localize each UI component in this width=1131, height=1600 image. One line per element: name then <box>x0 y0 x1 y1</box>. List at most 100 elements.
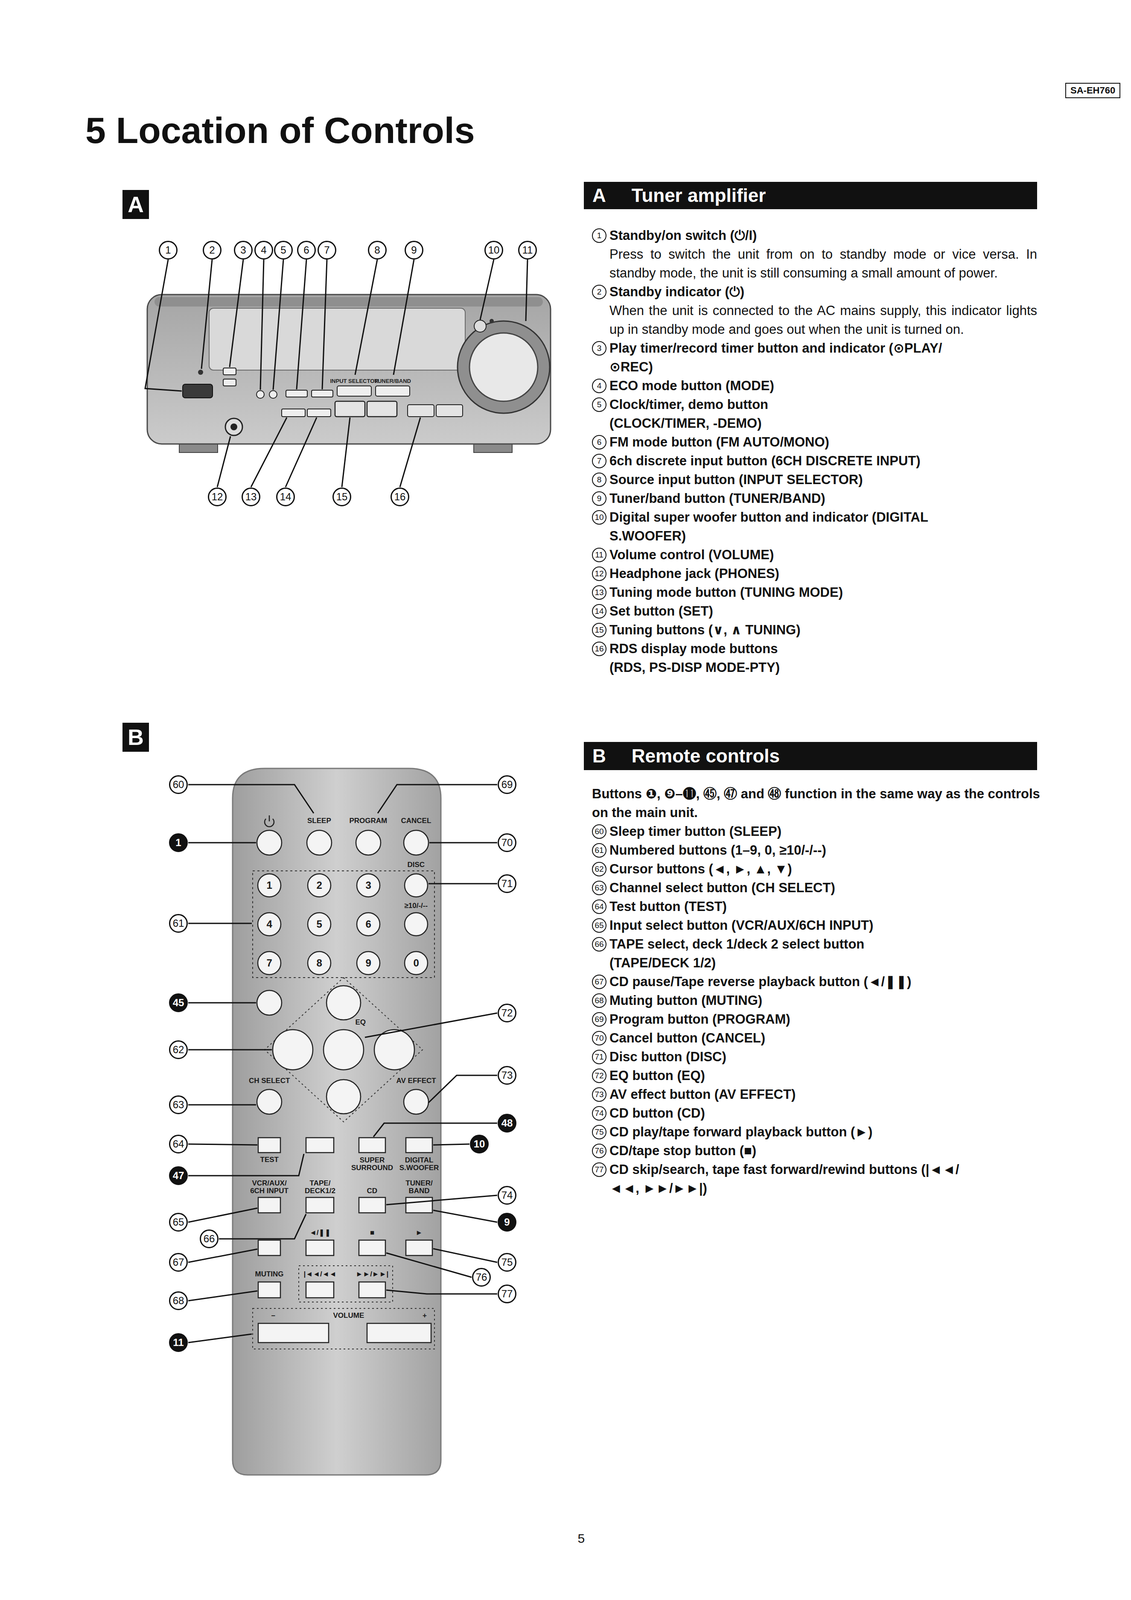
list-number: 12 <box>591 566 607 581</box>
panel-button <box>223 378 237 386</box>
cursor-frame <box>264 977 423 1122</box>
list-number: 16 <box>591 641 607 656</box>
remote-button <box>404 873 428 897</box>
button-label: ≥10/-/-- <box>404 901 429 910</box>
key-label: 8 <box>316 957 323 969</box>
callout-number: 45 <box>169 993 188 1012</box>
item-title: Cancel button (CANCEL) <box>609 1028 1038 1048</box>
button-label: TAPE/ DECK1/2 <box>300 1179 340 1196</box>
callout-number: 7 <box>317 240 337 260</box>
item-title: Set button (SET) <box>609 601 1038 621</box>
callout-number: 4 <box>254 240 274 260</box>
item-title: ECO mode button (MODE) <box>609 376 1038 396</box>
leader-line <box>429 842 498 844</box>
node-text: A <box>127 191 144 218</box>
remote-key <box>306 1239 334 1256</box>
callout-number: 67 <box>169 1252 188 1272</box>
model-number-box: SA-EH760 <box>1065 82 1121 99</box>
remote-key <box>306 1281 334 1298</box>
list-number: 61 <box>591 842 607 858</box>
button-label: |◄◄/◄◄ <box>303 1270 337 1279</box>
leader-line <box>525 259 528 321</box>
item-title: Channel select button (CH SELECT) <box>609 878 1038 898</box>
leader-line <box>273 259 284 390</box>
list-number: 15 <box>591 622 607 638</box>
leader-line <box>377 784 498 814</box>
callout-number: 77 <box>497 1284 517 1303</box>
callout-number: 1 <box>158 240 178 260</box>
keypad-frame <box>252 870 435 978</box>
node-text: B <box>127 724 144 750</box>
key-label: 9 <box>365 957 372 969</box>
button-label: ►►/►►| <box>355 1270 389 1279</box>
key-label: 4 <box>266 918 273 930</box>
volume-knob-ring <box>457 320 550 414</box>
item-title: Play timer/record timer button and indic… <box>609 338 964 377</box>
remote-button <box>404 912 428 936</box>
item-title: Cursor buttons (◄, ►, ▲, ▼) <box>609 859 1038 879</box>
section-letter: B <box>592 745 607 767</box>
item-title: CD play/tape forward playback button (►) <box>609 1122 1038 1142</box>
remote-key <box>258 1281 281 1298</box>
panel-button <box>256 390 265 399</box>
node-text: Remote controls <box>631 745 780 767</box>
callout-number: 10 <box>469 1134 489 1154</box>
key-label: 6 <box>365 918 372 930</box>
list-number: 63 <box>591 880 607 895</box>
cursor-button <box>323 1029 364 1070</box>
remote-key <box>358 1281 386 1298</box>
list-number: 8 <box>591 472 607 487</box>
list-number: 3 <box>591 341 607 356</box>
item-title: Muting button (MUTING) <box>609 991 1038 1010</box>
list-number: 65 <box>591 918 607 933</box>
tuning-button <box>367 401 397 417</box>
leader-line <box>386 1289 498 1294</box>
list-number: 11 <box>591 547 607 563</box>
button-label: DISC <box>407 860 426 869</box>
remote-key <box>306 1197 334 1213</box>
rds-button <box>407 404 435 417</box>
remote-button <box>403 830 429 855</box>
item-title: Tuning buttons (∨, ∧ TUNING) <box>609 620 1038 640</box>
callout-number: 71 <box>497 874 517 893</box>
callout-number: 9 <box>404 240 424 260</box>
remote-key <box>258 1137 281 1153</box>
section-band: B Remote controls <box>583 741 1038 770</box>
list-number: 76 <box>591 1143 607 1158</box>
key-label: 0 <box>413 957 420 969</box>
leader-line <box>285 417 317 487</box>
remote-button <box>307 951 331 975</box>
leader-line <box>433 1143 470 1145</box>
section-letter: A <box>592 184 607 207</box>
button-label: ► <box>415 1228 423 1237</box>
section-letter-box: B <box>122 722 149 752</box>
leader-line <box>480 259 494 320</box>
leader-line <box>188 1290 258 1301</box>
cursor-button <box>374 1029 415 1070</box>
leader-line <box>188 842 257 844</box>
key-label: 2 <box>316 879 323 891</box>
cursor-button <box>326 1079 361 1114</box>
panel-button <box>311 390 333 397</box>
item-title: CD button (CD) <box>609 1103 1038 1123</box>
remote-key <box>358 1197 386 1213</box>
list-number: 13 <box>591 585 607 600</box>
button-label: VCR/AUX/ 6CH INPUT <box>245 1179 293 1196</box>
callout-number: 76 <box>472 1267 491 1287</box>
button-label: TEST <box>260 1155 279 1164</box>
button-label: VOLUME <box>333 1311 365 1320</box>
leader-line <box>229 259 244 368</box>
button-label: – <box>271 1311 276 1320</box>
panel-button <box>223 367 237 375</box>
leader-line <box>355 259 378 375</box>
button-label: ■ <box>370 1228 375 1237</box>
headphone-jack-hole <box>230 423 238 431</box>
power-symbol <box>268 815 271 822</box>
leader-line <box>250 417 287 487</box>
callout-number: 15 <box>332 487 352 507</box>
list-number: 64 <box>591 899 607 914</box>
callout-number: 13 <box>241 487 261 507</box>
list-number: 14 <box>591 603 607 619</box>
item-title: Headphone jack (PHONES) <box>609 564 1038 583</box>
list-number: 66 <box>591 936 607 952</box>
